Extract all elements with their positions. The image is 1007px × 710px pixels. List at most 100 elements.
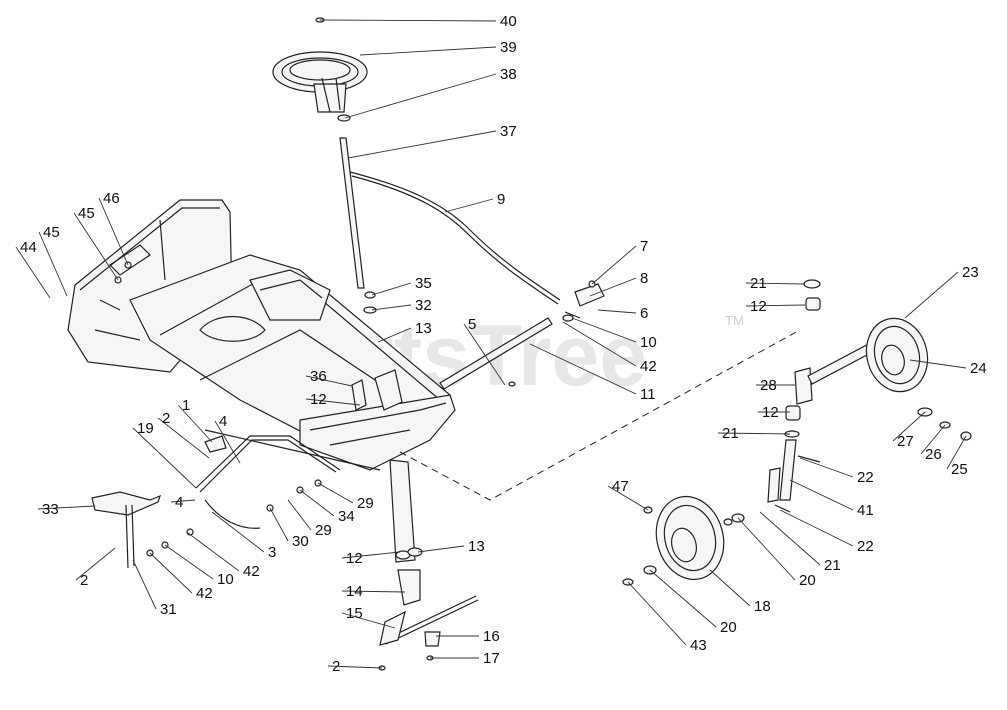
callout-number: 21 <box>750 275 767 292</box>
callout-c10a: 10 <box>571 317 657 351</box>
leader-line <box>709 569 751 607</box>
callout-number: 30 <box>292 533 309 550</box>
callout-c32: 32 <box>371 297 432 314</box>
callout-number: 14 <box>346 583 363 600</box>
callout-number: 9 <box>497 191 505 208</box>
leader-line <box>904 271 959 319</box>
leader-line <box>341 551 401 559</box>
callout-number: 11 <box>640 386 656 403</box>
callout-number: 13 <box>415 320 432 337</box>
callout-c44: 44 <box>15 239 51 299</box>
leader-line <box>779 509 854 547</box>
callout-c11: 11 <box>529 343 656 403</box>
callout-number: 42 <box>640 358 657 375</box>
callout-number: 1 <box>182 397 190 414</box>
callout-number: 25 <box>951 461 968 478</box>
callout-c42b: 42 <box>149 552 213 602</box>
callout-c10b: 10 <box>164 544 234 588</box>
callout-c4b: 4 <box>170 494 196 511</box>
leader-line <box>73 212 119 281</box>
leader-line <box>444 198 494 213</box>
front-tire-left-illustration <box>622 495 745 586</box>
leader-line <box>529 343 637 395</box>
callout-c2c: 2 <box>327 658 383 675</box>
leader-line <box>946 435 967 470</box>
callout-c36: 36 <box>305 368 353 387</box>
leader-line <box>157 417 210 459</box>
callout-number: 4 <box>175 494 183 511</box>
callout-c42c: 42 <box>187 532 260 580</box>
callout-number: 2 <box>80 572 88 589</box>
leader-line <box>589 277 637 297</box>
leader-line <box>649 569 717 628</box>
callout-c19: 19 <box>132 420 197 489</box>
leader-line <box>75 547 116 581</box>
callout-c41: 41 <box>789 479 874 519</box>
callout-c46: 46 <box>98 190 129 266</box>
callout-c12d: 12 <box>758 404 790 421</box>
callout-number: 40 <box>500 13 517 30</box>
callout-c30: 30 <box>269 507 309 550</box>
leader-line <box>15 246 51 299</box>
callout-c14: 14 <box>341 583 406 600</box>
leader-line <box>591 245 637 285</box>
front-axle-illustration <box>378 459 479 671</box>
callout-number: 12 <box>750 298 767 315</box>
callout-number: 5 <box>468 316 476 333</box>
callout-c7: 7 <box>591 238 648 285</box>
callout-c4a: 4 <box>214 413 241 464</box>
leader-line <box>737 517 796 581</box>
callout-number: 36 <box>310 368 327 385</box>
callout-number: 17 <box>483 650 500 667</box>
callout-c22a: 22 <box>799 457 874 486</box>
callout-number: 19 <box>137 420 154 437</box>
callout-number: 42 <box>196 585 213 602</box>
callout-number: 38 <box>500 66 517 83</box>
callout-c20b: 20 <box>649 569 737 636</box>
leader-line <box>920 424 946 455</box>
leader-line <box>789 479 854 511</box>
leader-line <box>417 545 465 553</box>
leader-line <box>562 321 637 367</box>
callout-number: 35 <box>415 275 432 292</box>
callout-number: 20 <box>799 572 816 589</box>
leader-line <box>799 457 854 478</box>
leader-line <box>187 532 240 572</box>
leader-line <box>344 73 497 119</box>
callout-number: 26 <box>925 446 942 463</box>
callout-number: 32 <box>415 297 432 314</box>
leader-line <box>717 432 791 435</box>
callout-number: 29 <box>357 495 374 512</box>
callout-number: 39 <box>500 39 517 56</box>
callout-c43: 43 <box>627 581 707 654</box>
leader-line <box>463 323 506 386</box>
leader-line <box>597 309 637 314</box>
leader-line <box>347 130 497 159</box>
leader-line <box>327 665 383 669</box>
leader-line <box>745 304 806 307</box>
callout-number: 29 <box>315 522 332 539</box>
leader-line <box>214 420 241 464</box>
callout-number: 34 <box>338 508 355 525</box>
callout-number: 22 <box>857 469 874 486</box>
callout-number: 43 <box>690 637 707 654</box>
callout-number: 4 <box>219 413 227 430</box>
callout-number: 10 <box>640 334 657 351</box>
callout-c27: 27 <box>892 411 926 450</box>
callout-number: 42 <box>243 563 260 580</box>
leader-line <box>177 404 213 443</box>
callout-c20a: 20 <box>737 517 816 589</box>
callout-c29a: 29 <box>287 499 332 539</box>
callout-number: 16 <box>483 628 500 645</box>
leader-line <box>909 359 967 369</box>
callout-number: 12 <box>346 550 363 567</box>
callout-number: 45 <box>43 224 60 241</box>
leader-line <box>892 411 926 442</box>
leader-line <box>98 197 129 266</box>
callout-number: 18 <box>754 598 771 615</box>
callout-number: 12 <box>310 391 327 408</box>
callout-c13a: 13 <box>377 320 432 343</box>
callout-c2a: 2 <box>157 410 210 459</box>
callout-number: 44 <box>20 239 37 256</box>
